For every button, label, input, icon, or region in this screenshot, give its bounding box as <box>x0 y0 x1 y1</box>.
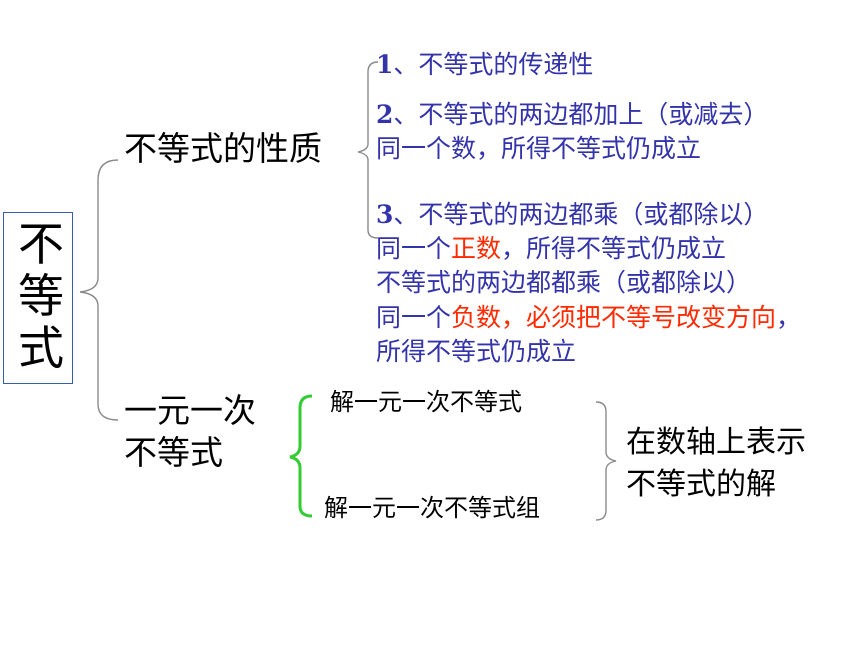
linear-inequality-title-line1: 一元一次 <box>124 391 256 430</box>
property-3-line2: 同一个正数，所得不等式仍成立 <box>376 236 726 261</box>
properties-brace <box>357 61 379 239</box>
main-brace <box>79 159 119 421</box>
property-2-line2: 同一个数，所得不等式仍成立 <box>376 134 702 163</box>
property-1-number: 1 <box>376 50 394 79</box>
solve-inequality: 解一元一次不等式 <box>330 388 522 416</box>
property-3-line2-c: ，所得不等式仍成立 <box>501 234 727 263</box>
properties-title: 不等式的性质 <box>124 129 322 168</box>
property-3-line5: 所得不等式仍成立 <box>376 337 577 366</box>
property-3-line3: 不等式的两边都都乘（或都除以） <box>376 268 752 297</box>
property-3-line4: 同一个负数，必须把不等号改变方向， <box>376 305 801 330</box>
property-3-line2-a: 同一个 <box>376 234 452 263</box>
property-3-line4-c: ， <box>776 303 802 332</box>
property-3-line4-a: 同一个 <box>376 303 452 332</box>
property-2-text: 、不等式的两边都加上（或减去） <box>393 100 769 129</box>
property-3-line1: 3、不等式的两边都乘（或都除以） <box>376 202 768 227</box>
property-3-text: 、不等式的两边都乘（或都除以） <box>393 200 769 229</box>
root-box: 不 等 式 <box>3 212 73 384</box>
property-3-number: 3 <box>376 200 394 229</box>
positive-number-highlight: 正数 <box>451 234 502 263</box>
number-line-line1: 在数轴上表示 <box>626 425 806 460</box>
linear-inequality-title-line2: 不等式 <box>124 433 223 472</box>
solve-inequality-system: 解一元一次不等式组 <box>324 494 540 522</box>
property-2-number: 2 <box>376 100 394 129</box>
property-1-text: 、不等式的传递性 <box>393 50 594 79</box>
number-line-line2: 不等式的解 <box>626 467 776 502</box>
root-char-3: 式 <box>18 321 64 375</box>
root-char-2: 等 <box>18 269 64 323</box>
result-brace <box>595 401 617 521</box>
property-1: 1、不等式的传递性 <box>376 52 593 77</box>
negative-number-highlight: 负数，必须把不等号改变方向 <box>451 303 777 332</box>
solve-brace <box>289 394 313 518</box>
root-char-1: 不 <box>18 217 64 271</box>
property-2-line1: 2、不等式的两边都加上（或减去） <box>376 102 768 127</box>
